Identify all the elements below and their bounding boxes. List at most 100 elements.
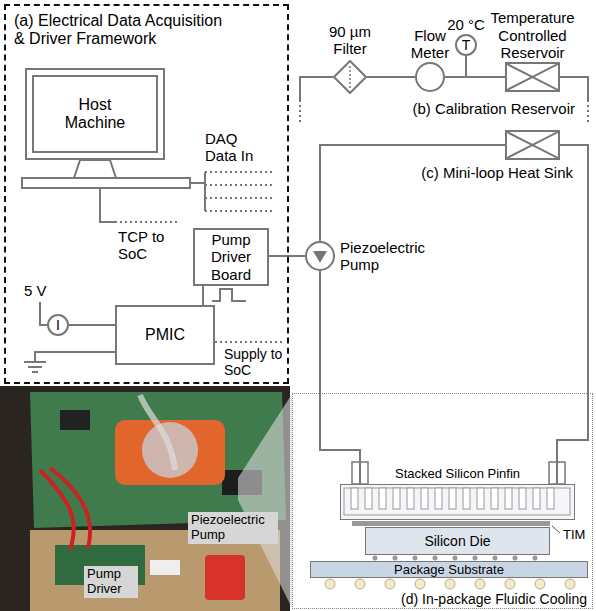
ball bbox=[325, 579, 335, 589]
node-label: T bbox=[462, 37, 471, 53]
layer-label: TIM bbox=[563, 528, 585, 543]
supply-wire bbox=[40, 302, 47, 325]
reservoir-pipe bbox=[300, 77, 333, 100]
pinfin bbox=[477, 488, 484, 509]
ball bbox=[475, 579, 485, 589]
node-label: (d) In-package Fluidic Cooling bbox=[401, 591, 587, 607]
keyboard bbox=[22, 178, 190, 188]
pipe-connector bbox=[269, 255, 305, 257]
node-label: Host Machine bbox=[55, 96, 135, 133]
ball bbox=[505, 579, 515, 589]
pmic-box: PMIC bbox=[115, 305, 215, 365]
dotted-region: (d) In-package Fluidic Cooling Stacked Si… bbox=[292, 393, 593, 609]
pinfin bbox=[491, 488, 498, 509]
node-label: (c) Mini-loop Heat Sink bbox=[421, 164, 573, 181]
ground-wire bbox=[35, 352, 115, 362]
photo-wire bbox=[50, 468, 90, 548]
pipe-connector bbox=[320, 145, 505, 241]
pinfin bbox=[449, 488, 456, 509]
tim-layer bbox=[352, 521, 550, 526]
substrate-box: Package Substrate bbox=[310, 561, 588, 578]
node-label: I bbox=[56, 317, 60, 333]
signal-label: Supply to SoC bbox=[224, 346, 284, 378]
comb-symbol bbox=[341, 485, 573, 518]
photo-pump bbox=[205, 555, 245, 600]
diamond-outline bbox=[334, 61, 366, 93]
sensor-stem bbox=[465, 56, 467, 77]
pinfin bbox=[407, 488, 414, 509]
cross-line bbox=[507, 64, 558, 90]
signal-label: TCP to SoC bbox=[118, 228, 170, 263]
node-label: 90 µm Filter bbox=[325, 23, 375, 58]
node-label: Temperature Controlled Reservoir bbox=[485, 9, 581, 61]
x-symbol bbox=[507, 132, 558, 158]
cross-line bbox=[507, 132, 558, 158]
x-symbol bbox=[507, 64, 558, 90]
photo-tube bbox=[140, 395, 175, 470]
pipe-connector bbox=[557, 145, 588, 484]
pinfin bbox=[463, 488, 470, 509]
pinfin bbox=[393, 488, 400, 509]
node-label: Stacked Silicon Pinfin bbox=[341, 467, 574, 482]
filter-diamond: 90 µm Filter bbox=[333, 60, 367, 94]
pinfin bbox=[365, 488, 372, 509]
monitor-screen bbox=[33, 76, 157, 152]
pinfin bbox=[435, 488, 442, 509]
voltage-label: 5 V bbox=[24, 282, 47, 299]
ball bbox=[415, 579, 425, 589]
node-label: PMIC bbox=[145, 326, 185, 344]
tri-symbol bbox=[307, 243, 333, 269]
pinfin bbox=[505, 488, 512, 509]
flow-meter: Flow Meter bbox=[415, 62, 445, 92]
solder-balls bbox=[325, 579, 575, 589]
pinfin-block: Stacked Silicon Pinfin bbox=[340, 484, 575, 520]
node-label: Piezoelectric Pump bbox=[340, 239, 440, 274]
photo-connector bbox=[150, 560, 180, 575]
pulse-symbol bbox=[212, 289, 246, 301]
cross-line bbox=[507, 64, 558, 90]
daq-lines bbox=[205, 172, 275, 211]
driver-board-box: Pump Driver Board bbox=[193, 228, 269, 286]
tcp-wire-dotted bbox=[115, 221, 180, 223]
pipe-connector bbox=[367, 76, 415, 78]
flow-arrow bbox=[313, 251, 327, 263]
dashed-region: (a) Electrical Data Acquisition & Driver… bbox=[4, 4, 289, 384]
diamond-symbol bbox=[333, 60, 367, 94]
bump bbox=[493, 556, 498, 561]
pipe-connector bbox=[202, 286, 204, 305]
bump bbox=[373, 556, 378, 561]
bump bbox=[453, 556, 458, 561]
pipe-connector bbox=[445, 76, 505, 78]
pinfin bbox=[421, 488, 428, 509]
pump-symbol: Piezoelectric Pump bbox=[305, 241, 335, 271]
die-box: Silicon Die bbox=[365, 527, 550, 555]
solder-bumps bbox=[373, 556, 538, 561]
tim-leader bbox=[552, 526, 560, 533]
pipe-connector bbox=[320, 271, 360, 484]
pinfin bbox=[351, 488, 358, 509]
cross-line bbox=[507, 132, 558, 158]
temperature-sensor: T20 °C bbox=[455, 34, 477, 56]
monitor-stand bbox=[74, 160, 116, 178]
photo-chip bbox=[60, 410, 90, 430]
bump bbox=[393, 556, 398, 561]
photo-label: Pump Driver bbox=[84, 566, 138, 598]
bump bbox=[513, 556, 518, 561]
current-meter: I bbox=[47, 314, 69, 336]
reservoir-pipe bbox=[560, 77, 588, 100]
ball bbox=[445, 579, 455, 589]
daq-bus bbox=[190, 172, 205, 211]
host-monitor: Host Machine bbox=[25, 68, 165, 160]
pinfin bbox=[547, 488, 554, 509]
node-sublabel: 20 °C bbox=[447, 16, 485, 33]
reservoir-pipe-break bbox=[587, 100, 589, 125]
pinfin bbox=[533, 488, 540, 509]
bump bbox=[533, 556, 538, 561]
bump bbox=[433, 556, 438, 561]
ball bbox=[385, 579, 395, 589]
tcp-wire bbox=[100, 188, 115, 222]
pipe-connector bbox=[69, 324, 115, 326]
loop-label: (b) Calibration Reservoir bbox=[412, 100, 575, 117]
filter-mesh bbox=[349, 66, 351, 88]
